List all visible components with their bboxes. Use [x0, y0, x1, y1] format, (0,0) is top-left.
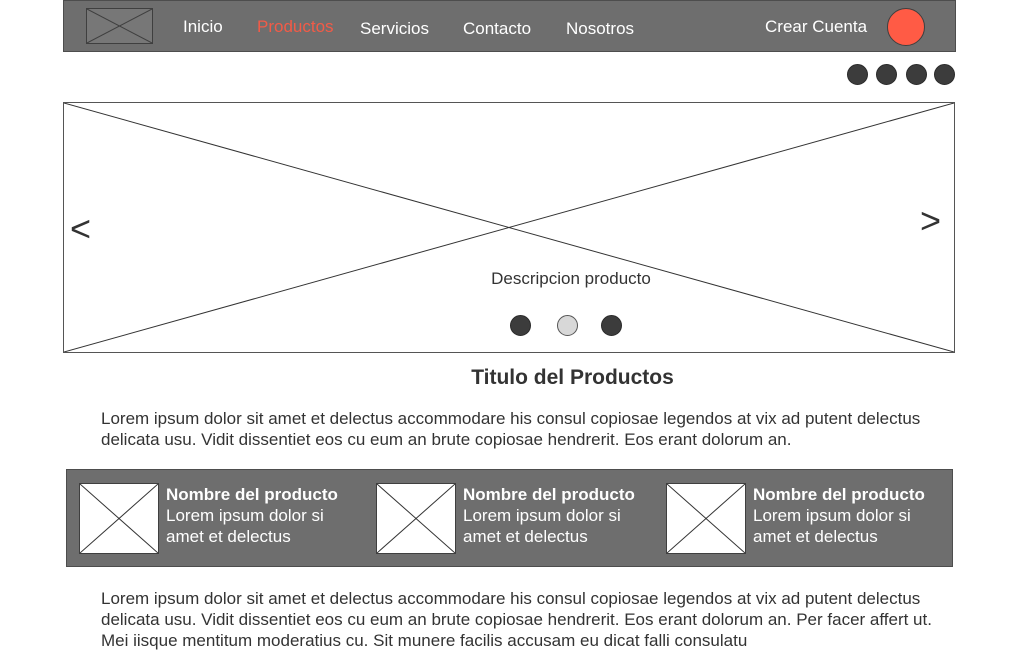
product-name: Nombre del producto: [463, 485, 635, 504]
product-description: Lorem ipsum dolor si amet et delectus: [166, 506, 324, 546]
product-image-placeholder-icon: [376, 483, 456, 554]
body-paragraph: Lorem ipsum dolor sit amet et delectus a…: [101, 589, 932, 650]
nav-link-inicio[interactable]: Inicio: [183, 17, 223, 36]
product-text: Nombre del producto Lorem ipsum dolor si…: [463, 484, 663, 547]
product-name: Nombre del producto: [166, 485, 338, 504]
product-image-placeholder-icon: [79, 483, 159, 554]
nav-link-contacto[interactable]: Contacto: [463, 19, 532, 38]
carousel-next-button[interactable]: >: [920, 200, 942, 241]
social-icon-4[interactable]: [934, 64, 955, 85]
product-name: Nombre del producto: [753, 485, 925, 504]
top-navbar: Inicio Productos Servicios Contacto Noso…: [63, 0, 956, 52]
product-text: Nombre del producto Lorem ipsum dolor si…: [166, 484, 366, 547]
social-icon-3[interactable]: [906, 64, 927, 85]
nav-link-productos[interactable]: Productos: [257, 17, 334, 36]
carousel-indicator-1[interactable]: [510, 315, 531, 336]
create-account-link[interactable]: Crear Cuenta: [765, 17, 868, 36]
user-avatar[interactable]: [887, 8, 925, 46]
section-title: Titulo del Productos: [471, 366, 674, 389]
social-icon-1[interactable]: [847, 64, 868, 85]
product-description: Lorem ipsum dolor si amet et delectus: [753, 506, 911, 546]
product-carousel: < > Descripcion producto: [63, 102, 955, 353]
carousel-caption: Descripcion producto: [491, 269, 651, 288]
product-list: Nombre del producto Lorem ipsum dolor si…: [66, 469, 953, 567]
product-image-placeholder-icon: [666, 483, 746, 554]
nav-link-servicios[interactable]: Servicios: [360, 19, 429, 38]
carousel-image-placeholder-icon: [64, 103, 954, 352]
carousel-indicator-2[interactable]: [557, 315, 578, 336]
carousel-prev-button[interactable]: <: [70, 208, 92, 249]
logo-image-placeholder-icon[interactable]: [86, 8, 153, 44]
nav-link-nosotros[interactable]: Nosotros: [566, 19, 635, 38]
product-text: Nombre del producto Lorem ipsum dolor si…: [753, 484, 953, 547]
intro-paragraph: Lorem ipsum dolor sit amet et delectus a…: [101, 409, 921, 449]
social-icon-2[interactable]: [876, 64, 897, 85]
carousel-indicator-3[interactable]: [601, 315, 622, 336]
product-description: Lorem ipsum dolor si amet et delectus: [463, 506, 621, 546]
